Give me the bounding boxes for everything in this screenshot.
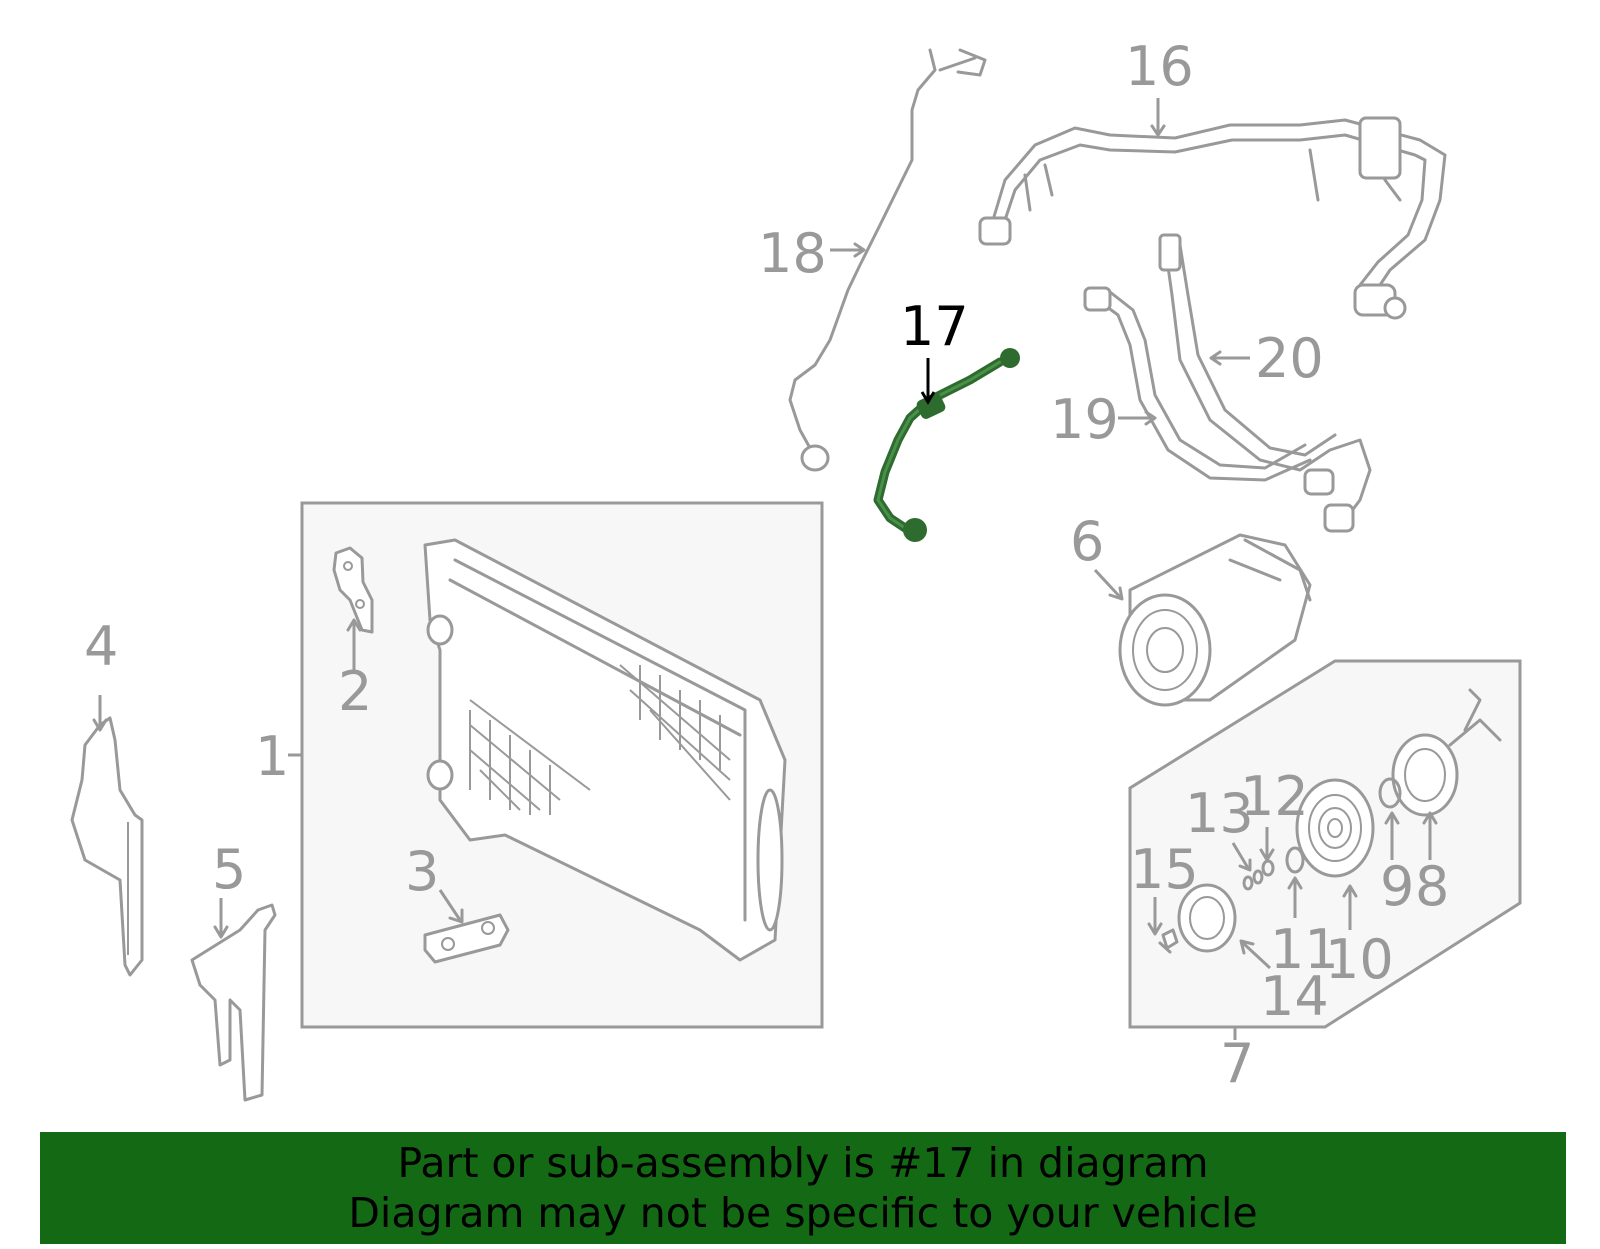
- callout-16: 16: [1125, 35, 1194, 98]
- callout-19: 19: [1050, 388, 1119, 451]
- callout-10: 10: [1325, 928, 1394, 991]
- callout-11: 11: [1270, 918, 1339, 981]
- part-16-hose-assembly[interactable]: [978, 116, 1447, 320]
- callout-13: 13: [1185, 782, 1254, 845]
- part-20-hose[interactable]: [1158, 233, 1372, 533]
- part-8-coil[interactable]: [1391, 688, 1502, 817]
- banner-line-2: Diagram may not be specific to your vehi…: [348, 1189, 1258, 1237]
- leader-lines: [92, 98, 1438, 1040]
- callout-2: 2: [338, 660, 372, 723]
- callout-17: 17: [900, 295, 969, 358]
- part-1-condenser[interactable]: [423, 538, 787, 962]
- part-11-snap-ring[interactable]: [1285, 846, 1305, 874]
- callout-3: 3: [405, 840, 439, 903]
- callout-14: 14: [1260, 965, 1329, 1028]
- part-14-hub[interactable]: [1177, 883, 1237, 953]
- info-banner: Part or sub-assembly is #17 in diagram D…: [40, 1132, 1566, 1244]
- part-18-liquid-line[interactable]: [788, 48, 987, 472]
- part-9-snap-ring[interactable]: [1378, 777, 1402, 809]
- callout-20: 20: [1255, 327, 1324, 390]
- callout-1: 1: [255, 725, 289, 788]
- callout-9: 9: [1380, 855, 1414, 918]
- part-10-pulley[interactable]: [1295, 778, 1375, 878]
- callout-15: 15: [1130, 838, 1199, 901]
- part-4-side-seal[interactable]: [70, 716, 144, 977]
- part-3-receiver[interactable]: [423, 913, 510, 964]
- part-2-bracket[interactable]: [332, 546, 374, 634]
- part-13-shim[interactable]: [1242, 869, 1264, 891]
- callout-4: 4: [84, 615, 118, 678]
- callout-7: 7: [1220, 1032, 1254, 1095]
- banner-line-1: Part or sub-assembly is #17 in diagram: [397, 1139, 1209, 1187]
- part-5-side-seal[interactable]: [190, 903, 277, 1102]
- callout-6: 6: [1070, 510, 1104, 573]
- part-17-hose-highlighted[interactable]: [873, 348, 1020, 542]
- callout-8: 8: [1415, 855, 1449, 918]
- part-6-compressor[interactable]: [1118, 533, 1312, 707]
- callout-5: 5: [212, 838, 246, 901]
- part-19-hose[interactable]: [1083, 286, 1335, 496]
- callout-12: 12: [1240, 765, 1309, 828]
- part-15-bolt[interactable]: [1158, 928, 1179, 954]
- callout-18: 18: [758, 222, 827, 285]
